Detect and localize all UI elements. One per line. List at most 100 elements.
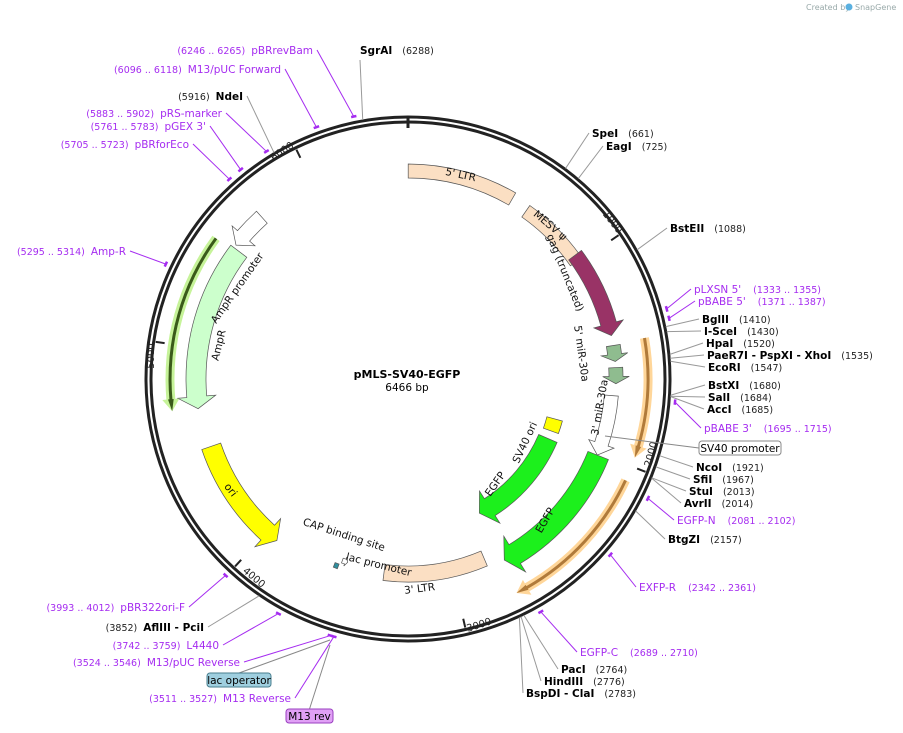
primer-name: EGFP-C xyxy=(580,647,618,659)
feature-arrow[interactable] xyxy=(382,550,488,583)
enzyme-leader-line xyxy=(670,354,705,359)
primer-mark[interactable] xyxy=(226,176,233,182)
primer-name: pLXSN 5' xyxy=(694,284,741,296)
feature-arrow[interactable] xyxy=(599,343,628,362)
enzyme-site[interactable]: PaeR7I - PspXI - XhoI(1535) xyxy=(707,350,873,362)
feature-label: 3' LTR xyxy=(404,581,436,597)
enzyme-position: (1921) xyxy=(732,463,764,474)
enzyme-site[interactable]: PacI(2764) xyxy=(561,664,627,676)
primer-label[interactable]: pBABE 5'(1371 .. 1387) xyxy=(698,296,826,308)
boxed-label-frame[interactable] xyxy=(206,672,272,688)
feature-arrow[interactable] xyxy=(168,237,218,412)
feature-arrow[interactable] xyxy=(542,416,563,435)
enzyme-site[interactable]: NcoI (1921) xyxy=(696,462,764,474)
primer-name: M13 Reverse xyxy=(223,693,291,705)
boxed-label-text: lac operator xyxy=(207,675,271,687)
primer-label[interactable]: (5883 .. 5902)pRS-marker xyxy=(86,108,222,120)
enzyme-site[interactable]: BstEII(1088) xyxy=(670,223,746,235)
primer-range: (2342 .. 2361) xyxy=(688,583,756,594)
enzyme-site[interactable]: EcoRI(1547) xyxy=(708,362,782,374)
primer-name: EGFP-N xyxy=(677,515,716,527)
feature-arrow[interactable] xyxy=(332,562,340,570)
plasmid-length: 6466 bp xyxy=(385,382,429,394)
feature-label: 5' miR-30a xyxy=(571,325,591,383)
enzyme-site[interactable]: (3852) AflIII - PciI xyxy=(106,622,204,634)
enzyme-name: NcoI xyxy=(696,462,722,474)
enzyme-site[interactable]: BstXI(1680) xyxy=(708,380,781,392)
primer-label[interactable]: EGFP-C (2689 .. 2710) xyxy=(580,647,698,659)
enzyme-site[interactable]: SfiI(1967) xyxy=(693,474,754,486)
primer-leader-line xyxy=(284,68,317,128)
enzyme-site[interactable]: AccI(1685) xyxy=(707,404,773,416)
primer-label[interactable]: (5761 .. 5783)pGEX 3' xyxy=(91,121,206,133)
primer-label[interactable]: pLXSN 5'(1333 .. 1355) xyxy=(694,284,821,296)
boxed-label-frame[interactable] xyxy=(698,440,782,456)
enzyme-name: AvrII xyxy=(684,498,712,510)
primer-label[interactable]: (6246 .. 6265)pBRrevBam xyxy=(177,45,313,57)
primer-range: (2689 .. 2710) xyxy=(630,648,698,659)
enzyme-position: (1680) xyxy=(749,381,781,392)
boxed-label-text: SV40 promoter xyxy=(700,443,780,455)
feature-arrow[interactable] xyxy=(602,366,630,385)
primer-label[interactable]: EGFP-N(2081 .. 2102) xyxy=(677,515,795,527)
primer-mark[interactable] xyxy=(237,166,244,173)
primer-mark[interactable] xyxy=(537,609,544,615)
enzyme-site[interactable]: BtgZI(2157) xyxy=(668,534,742,546)
primer-mark[interactable] xyxy=(163,261,169,268)
primer-mark[interactable] xyxy=(645,495,651,502)
enzyme-name: AflIII - PciI xyxy=(143,622,204,634)
primer-name: L4440 xyxy=(186,640,219,652)
feature-arrow[interactable] xyxy=(588,394,619,456)
feature-arrow[interactable] xyxy=(231,210,268,247)
enzyme-site[interactable]: EagI(725) xyxy=(606,141,667,153)
enzyme-name: AccI xyxy=(707,404,731,416)
feature-arrow[interactable] xyxy=(634,337,650,458)
enzyme-site[interactable]: SpeI(661) xyxy=(592,128,654,140)
feature-arrow[interactable] xyxy=(568,249,625,337)
primer-leader-line xyxy=(668,300,696,319)
primer-range: (3742 .. 3759) xyxy=(113,641,181,652)
enzyme-position: (1684) xyxy=(740,393,772,404)
primer-label[interactable]: (3511 .. 3527)M13 Reverse xyxy=(149,693,291,705)
enzyme-position: (1520) xyxy=(743,339,775,350)
primer-leader-line xyxy=(647,497,675,521)
enzyme-name: SfiI xyxy=(693,474,712,486)
enzyme-leader-line xyxy=(359,59,364,120)
primer-mark[interactable] xyxy=(275,611,282,616)
enzyme-site[interactable]: BglII(1410) xyxy=(702,314,771,326)
enzyme-position: (725) xyxy=(642,142,668,153)
primer-label[interactable]: (3993 .. 4012)pBR322ori-F xyxy=(46,602,185,614)
feature-arrow[interactable] xyxy=(341,556,349,567)
boxed-label-frame[interactable] xyxy=(285,708,334,724)
primer-leader-line xyxy=(609,554,637,588)
primer-leader-line xyxy=(129,250,167,265)
primer-label[interactable]: (5705 .. 5723)pBRforEco xyxy=(61,139,189,151)
enzyme-site[interactable]: StuI(2013) xyxy=(689,486,755,498)
enzyme-site[interactable]: HpaI(1520) xyxy=(706,338,775,350)
enzyme-site[interactable]: SalI(1684) xyxy=(708,392,772,404)
tick-mark xyxy=(155,340,165,345)
primer-label[interactable]: (3742 .. 3759) L4440 xyxy=(113,640,219,652)
primer-label[interactable]: pBABE 3'(1695 .. 1715) xyxy=(704,423,832,435)
primer-label[interactable]: EXFP-R(2342 .. 2361) xyxy=(639,582,756,594)
enzyme-position: (3852) xyxy=(106,623,138,634)
primer-mark[interactable] xyxy=(263,148,270,154)
enzyme-site[interactable]: SgrAI(6288) xyxy=(360,45,434,57)
feature-arrow[interactable] xyxy=(479,434,558,525)
primer-label[interactable]: (5295 .. 5314)Amp-R xyxy=(17,246,126,258)
enzyme-site[interactable]: HindIII(2776) xyxy=(544,676,625,688)
feature-arrow[interactable] xyxy=(176,244,248,410)
feature-arrow[interactable] xyxy=(407,163,517,206)
feature-arrow[interactable] xyxy=(503,450,609,573)
enzyme-name: BspDI - ClaI xyxy=(526,688,594,700)
primer-leader-line xyxy=(243,635,331,663)
primer-label[interactable]: (6096 .. 6118)M13/pUC Forward xyxy=(114,64,281,76)
enzyme-leader-line xyxy=(659,455,694,468)
enzyme-site[interactable]: BspDI - ClaI(2783) xyxy=(526,688,636,700)
snapgene-watermark: Created by SnapGene xyxy=(806,3,896,12)
enzyme-site[interactable]: (5916)NdeI xyxy=(178,91,243,103)
enzyme-site[interactable]: AvrII(2014) xyxy=(684,498,753,510)
primer-label[interactable]: (3524 .. 3546)M13/pUC Reverse xyxy=(73,657,240,669)
enzyme-site[interactable]: I-SceI(1430) xyxy=(704,326,779,338)
feature-arrow[interactable] xyxy=(201,442,282,548)
